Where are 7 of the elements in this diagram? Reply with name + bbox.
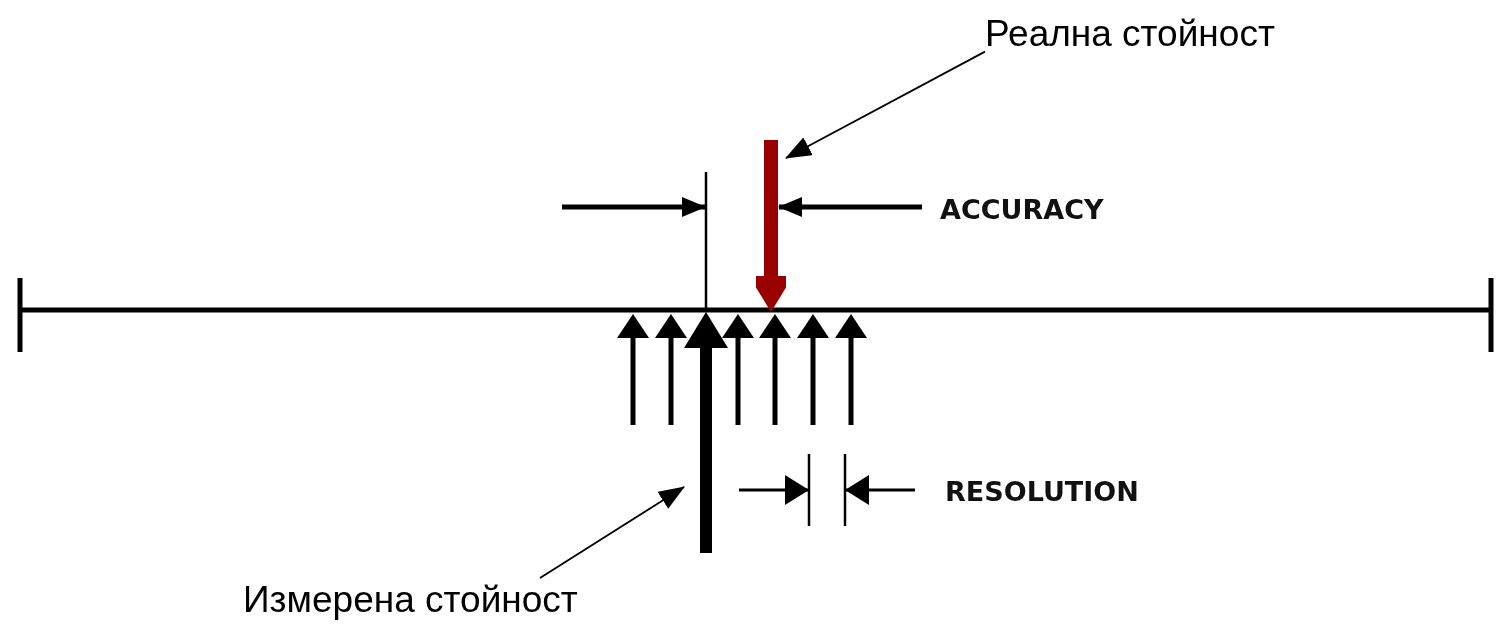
dimension-label: RESOLUTION: [945, 476, 1139, 508]
dimension-label: ACCURACY: [940, 194, 1104, 226]
down-arrow: [756, 140, 786, 312]
leader-line: [539, 486, 685, 579]
value-label: Реална стойност: [985, 12, 1275, 56]
value-label: Измерена стойност: [243, 578, 578, 622]
leader-line: [785, 50, 986, 159]
